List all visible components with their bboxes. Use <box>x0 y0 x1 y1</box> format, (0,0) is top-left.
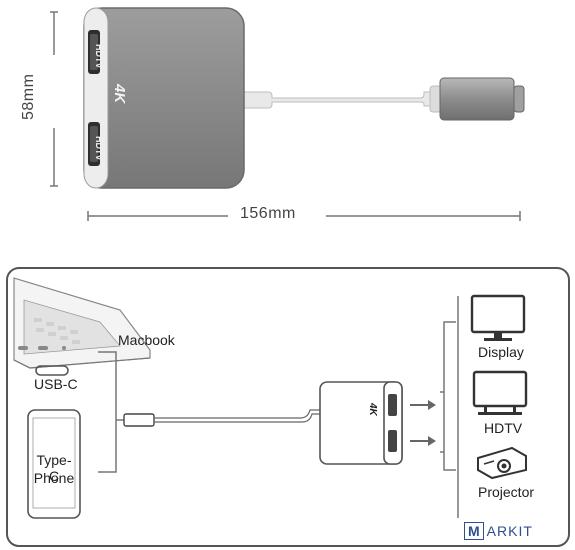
source-bracket <box>98 351 117 473</box>
adapter-body <box>83 7 245 189</box>
height-label: 58mm <box>20 73 37 120</box>
width-label: 156mm <box>240 205 296 222</box>
height-dimension <box>50 11 58 187</box>
phone-label-line2: Phone <box>33 470 75 486</box>
adapter-badge: 4K <box>111 84 128 104</box>
width-dimension <box>87 211 521 221</box>
logo-text: ARKIT <box>486 523 533 539</box>
adapter-cable <box>239 85 443 113</box>
diagram-adapter <box>319 381 403 465</box>
phone-label-line1: Type-C <box>36 452 72 484</box>
macbook-label: Macbook <box>118 332 175 348</box>
phone-illustration <box>27 409 81 519</box>
tv-icon <box>472 370 528 415</box>
connection-diagram <box>6 267 570 547</box>
output-label-projector: Projector <box>478 484 535 500</box>
product-illustration <box>50 7 525 189</box>
brand-logo: M ARKIT <box>460 520 537 542</box>
usb-c-label: USB-C <box>34 376 78 392</box>
diagram-adapter-badge: 4K <box>367 403 378 416</box>
output-label-display: Display <box>478 344 524 360</box>
diagram-cable <box>116 409 322 427</box>
projector-icon <box>477 446 527 480</box>
adapter-port-label-top: HDTV <box>94 44 104 69</box>
usb-c-plug <box>439 77 525 121</box>
macbook-illustration <box>13 277 151 369</box>
output-arrows <box>410 400 436 446</box>
diagram-frame <box>6 267 570 547</box>
usb-c-port-icon <box>35 365 69 376</box>
adapter-port-label-bottom: HDTV <box>94 136 104 161</box>
output-label-hdtv: HDTV <box>484 420 523 436</box>
monitor-icon <box>470 294 526 341</box>
logo-boxed-letter: M <box>464 522 484 540</box>
output-bracket <box>440 296 459 518</box>
